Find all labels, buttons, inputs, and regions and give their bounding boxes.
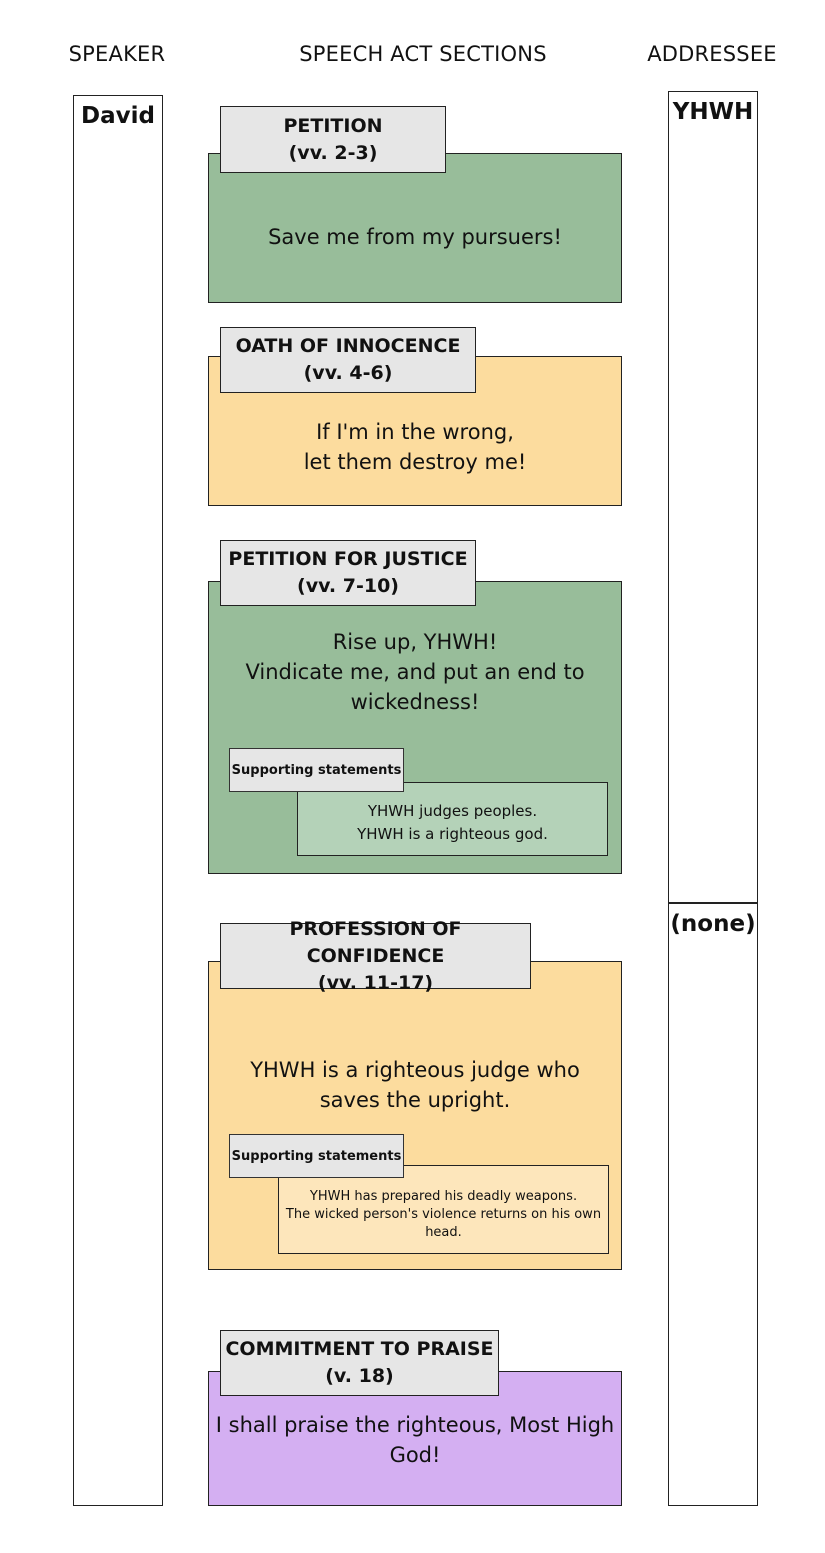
- praise-title: COMMITMENT TO PRAISE: [225, 1338, 494, 1360]
- confidence-text: YHWH is a righteous judge who saves the …: [250, 1058, 580, 1112]
- confidence-title: PROFESSION OF CONFIDENCE: [289, 917, 462, 967]
- confidence-support-box: YHWH has prepared his deadly weapons. Th…: [278, 1165, 609, 1254]
- confidence-box: YHWH is a righteous judge who saves the …: [208, 961, 622, 1270]
- speaker-column: David: [73, 95, 163, 1506]
- oath-title: OATH OF INNOCENCE: [235, 335, 461, 357]
- addressee-column: YHWH (none): [668, 91, 758, 1506]
- petition-box: Save me from my pursuers!: [208, 153, 622, 303]
- justice-verses: (vv. 7-10): [297, 575, 399, 597]
- addressee-header: ADDRESSEE: [647, 42, 777, 66]
- praise-verses: (v. 18): [325, 1365, 394, 1387]
- addressee-name-yhwh: YHWH: [672, 99, 754, 125]
- justice-support-box: YHWH judges peoples. YHWH is a righteous…: [297, 782, 608, 856]
- oath-label: OATH OF INNOCENCE (vv. 4-6): [220, 327, 476, 393]
- oath-verses: (vv. 4-6): [303, 362, 393, 384]
- addressee-name-none: (none): [670, 911, 756, 937]
- justice-text: Rise up, YHWH! Vindicate me, and put an …: [245, 630, 585, 714]
- justice-box: Rise up, YHWH! Vindicate me, and put an …: [208, 581, 622, 874]
- confidence-support-label: Supporting statements: [229, 1134, 404, 1178]
- speaker-header: SPEAKER: [68, 42, 166, 66]
- sections-header: SPEECH ACT SECTIONS: [299, 42, 547, 66]
- speaker-name: David: [81, 103, 155, 129]
- petition-label: PETITION (vv. 2-3): [220, 106, 446, 173]
- oath-text: If I'm in the wrong, let them destroy me…: [303, 420, 527, 474]
- justice-support-label: Supporting statements: [229, 748, 404, 792]
- justice-label: PETITION FOR JUSTICE (vv. 7-10): [220, 540, 476, 606]
- confidence-label: PROFESSION OF CONFIDENCE (vv. 11-17): [220, 918, 531, 994]
- praise-text: I shall praise the righteous, Most High …: [215, 1412, 615, 1467]
- praise-label: COMMITMENT TO PRAISE (v. 18): [220, 1330, 499, 1396]
- confidence-verses: (vv. 11-17): [317, 971, 434, 994]
- addressee-divider: [669, 902, 757, 904]
- petition-title: PETITION: [283, 114, 383, 137]
- justice-title: PETITION FOR JUSTICE: [228, 548, 468, 570]
- petition-verses: (vv. 2-3): [288, 141, 378, 164]
- petition-text: Save me from my pursuers!: [268, 225, 562, 249]
